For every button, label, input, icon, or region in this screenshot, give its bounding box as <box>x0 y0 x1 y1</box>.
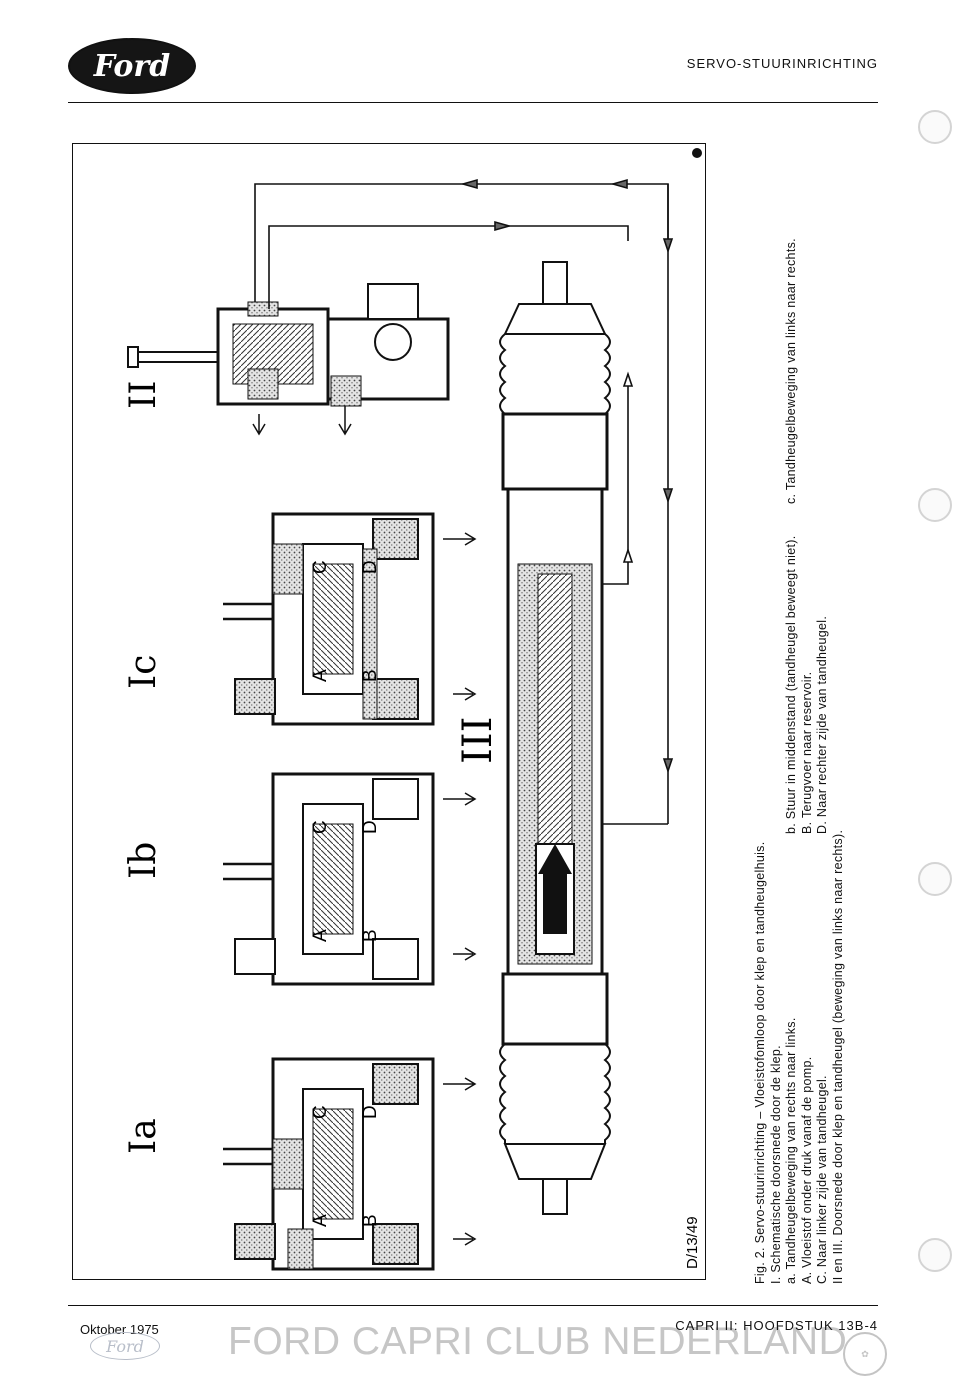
roman-label-lc: Ic <box>123 655 164 689</box>
caption-line-a: a. Tandheugelbeweging van rechts naar li… <box>784 1017 798 1284</box>
caption-line-capital-b: B. Terugvoer naar reservoir. <box>799 671 814 834</box>
figure-caption: Fig. 2. Servo-stuurinrichting – Vloeisto… <box>753 154 873 1284</box>
header-rule <box>68 102 878 103</box>
port-label-d-lc: D <box>360 560 381 574</box>
ford-logo-text: Ford <box>93 48 171 84</box>
roman-label-lll: III <box>455 717 501 764</box>
port-label-c-lc: C <box>310 560 331 574</box>
caption-line-c: c. Tandheugelbeweging van links naar rec… <box>784 238 798 504</box>
port-label-b-lc: B <box>360 669 381 682</box>
roman-label-lb: Ib <box>123 842 164 879</box>
footer-ford-logo: Ford <box>90 1332 160 1360</box>
page-header-title: SERVO-STUURINRICHTING <box>686 56 878 71</box>
caption-line-capital-c: C. Naar linker zijde van tandheugel. <box>815 1075 829 1284</box>
hydraulic-diagram: A C D B A C D B <box>72 143 706 1280</box>
diagram-svg: A C D B A C D B <box>123 148 702 1271</box>
port-label-c-la: C <box>310 1105 331 1119</box>
corner-mark-icon <box>692 148 702 158</box>
footer-page-ref: CAPRI II: HOOFDSTUK 13B-4 <box>675 1318 878 1333</box>
caption-line-capital-a: A. Vloeistof onder druk vanaf de pomp. <box>799 1056 814 1284</box>
valve-diagram-ll <box>127 283 450 436</box>
port-label-a-lb: A <box>310 929 331 942</box>
fluid-circuit <box>254 178 674 864</box>
valve-diagram-lb <box>223 772 477 986</box>
footer-rule <box>68 1305 878 1306</box>
valve-diagram-lc <box>223 512 477 726</box>
rack-assembly-lll <box>499 261 611 1215</box>
figure-code: D/13/49 <box>684 1216 701 1269</box>
footer-logo-text: Ford <box>106 1336 144 1356</box>
port-label-d-lb: D <box>360 820 381 834</box>
port-label-b-la: B <box>360 1214 381 1227</box>
port-label-a-lc: A <box>310 669 331 682</box>
caption-line-ii: II en III. Doorsnede door klep en tandhe… <box>830 829 845 1284</box>
caption-line-i: I. Schematische doorsnede door de klep. <box>768 1045 783 1284</box>
club-badge-icon: ✿ <box>843 1332 887 1376</box>
caption-line-b: b. Stuur in middenstand (tandheugel bewe… <box>784 535 798 834</box>
valve-diagram-la <box>223 1057 477 1271</box>
caption-line-capital-d: D. Naar rechter zijde van tandheugel. <box>815 615 829 834</box>
caption-title: Fig. 2. Servo-stuurinrichting – Vloeisto… <box>753 841 767 1285</box>
club-watermark: FORD CAPRI CLUB NEDERLAND <box>228 1320 848 1363</box>
roman-label-la: Ia <box>123 1118 164 1154</box>
port-label-a-la: A <box>310 1214 331 1227</box>
valve-group-left: A C D B A C D B <box>223 512 477 1271</box>
port-label-c-lb: C <box>310 820 331 834</box>
port-label-d-la: D <box>360 1105 381 1119</box>
ford-logo: Ford <box>68 38 196 94</box>
roman-label-ll: II <box>123 381 164 409</box>
port-label-b-lb: B <box>360 929 381 942</box>
